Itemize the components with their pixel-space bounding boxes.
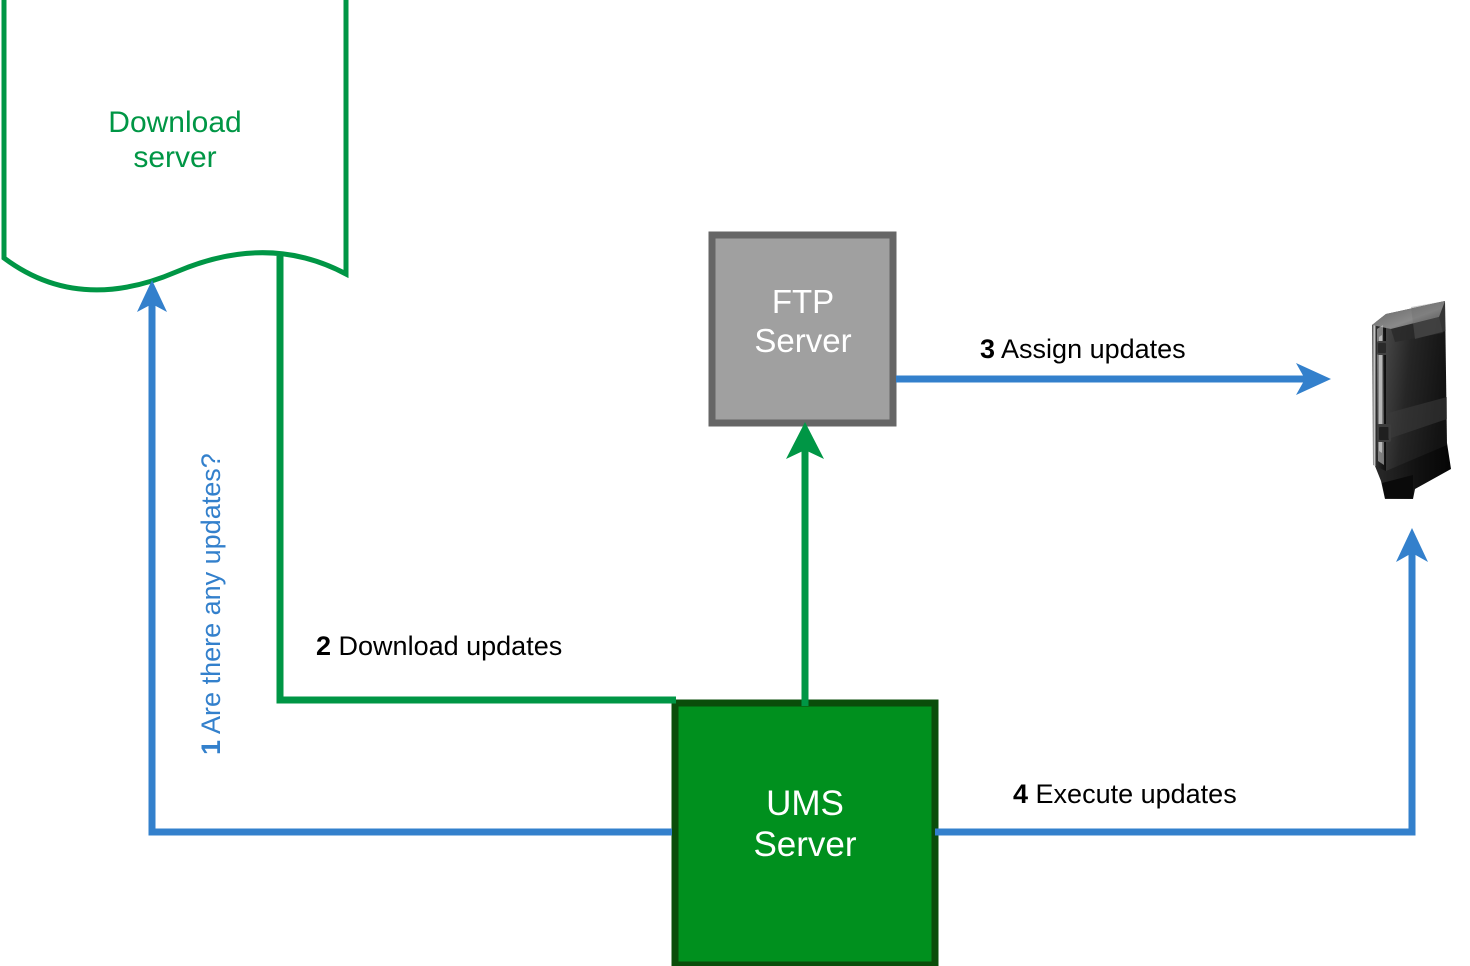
- edge-1-connector[interactable]: [137, 280, 672, 836]
- edge-2-connector[interactable]: [276, 256, 676, 704]
- edge-3-connector[interactable]: [896, 363, 1331, 395]
- edge-upload-connector[interactable]: [786, 422, 824, 706]
- thin-client-device[interactable]: [1355, 293, 1455, 513]
- edge-4-connector[interactable]: [935, 528, 1428, 836]
- ums-server-box[interactable]: [671, 699, 939, 966]
- download-server-shape[interactable]: [1, 0, 349, 293]
- ftp-server-box[interactable]: [708, 231, 897, 427]
- thin-client-icon: [1372, 301, 1451, 499]
